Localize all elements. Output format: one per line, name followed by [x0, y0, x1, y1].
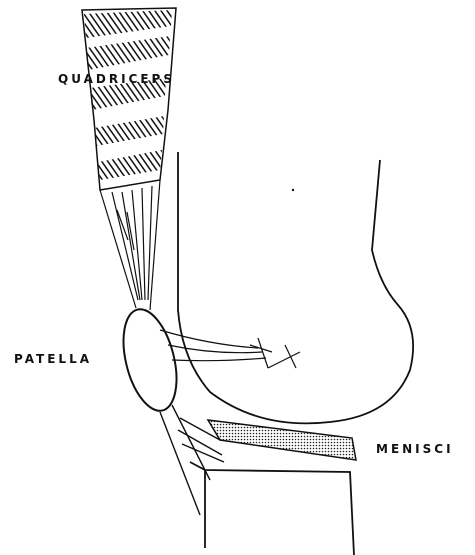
femur-bone: [178, 152, 413, 423]
quadriceps-label: QUADRICEPS: [58, 72, 175, 86]
quadriceps-muscle: [82, 8, 176, 190]
tibia-bone: [190, 462, 354, 555]
menisci-label: MENISCI: [376, 442, 454, 456]
quadriceps-tendon: [100, 180, 160, 310]
speck-mark: [292, 189, 294, 191]
cruciate-ligaments: [160, 330, 300, 368]
patella-label: PATELLA: [14, 352, 92, 366]
menisci: [208, 420, 356, 460]
